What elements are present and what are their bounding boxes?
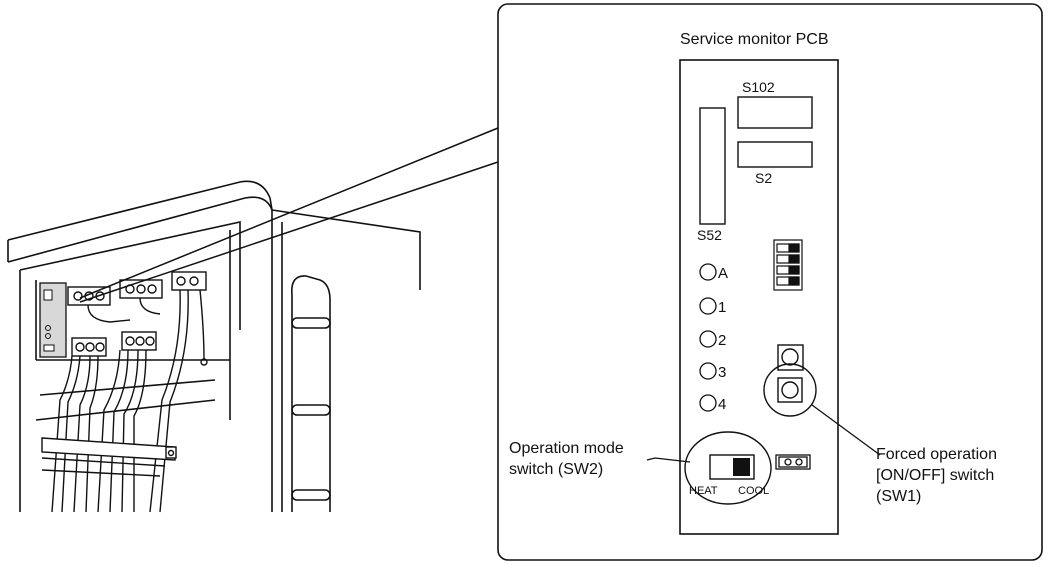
dip-switch: [773, 239, 803, 291]
led-group: A 1 2 3 4: [699, 263, 728, 413]
service-monitor-pcb: [679, 59, 839, 535]
led-4: [699, 394, 717, 412]
sw1-leader-line: [811, 404, 881, 456]
sw2-cool-label: COOL: [738, 485, 769, 497]
led-1: [699, 297, 717, 315]
led-3-label: 3: [718, 364, 726, 381]
connector-s2: [737, 141, 813, 168]
unit-pcb: [39, 282, 67, 358]
outdoor-unit-illustration: [7, 180, 421, 512]
sw2-heat-label: HEAT: [689, 485, 718, 497]
led-2-label: 2: [718, 332, 726, 349]
cable-clamp: [41, 437, 177, 477]
connector-s52: [699, 107, 726, 225]
sw1-callout-line1: Forced operation: [876, 446, 997, 463]
led-1-label: 1: [718, 299, 726, 316]
unit-lid-top: [7, 180, 273, 241]
connector-s102: [737, 96, 813, 129]
sw1-callout-line3: (SW1): [876, 488, 921, 505]
led-a: [699, 263, 717, 281]
unit-side-top: [271, 209, 421, 270]
sw1-callout-line2: [ON/OFF] switch: [876, 467, 994, 484]
pcb-title: Service monitor PCB: [680, 31, 829, 48]
sw2-callout-line1: Operation mode: [509, 440, 624, 457]
led-3: [699, 362, 717, 380]
sw2-callout-line2: switch (SW2): [509, 461, 603, 478]
led-a-label: A: [718, 265, 728, 282]
sw2-switch: HEAT COOL: [684, 431, 772, 505]
zoom-wedge: [79, 127, 499, 303]
small-connector: [775, 454, 811, 470]
sw2-leader-line: [646, 457, 691, 463]
led-2: [699, 330, 717, 348]
unit-side-panel: [290, 275, 331, 512]
connector-s102-label: S102: [742, 79, 775, 95]
connector-s52-label: S52: [697, 227, 722, 243]
connector-s2-label: S2: [755, 170, 772, 186]
led-4-label: 4: [718, 396, 726, 413]
cable-bundle: [51, 289, 208, 513]
sw1-switch: [763, 344, 817, 417]
